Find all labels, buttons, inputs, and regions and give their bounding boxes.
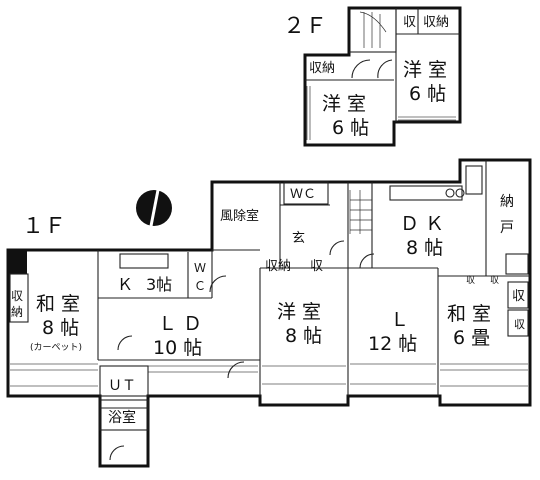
floor2-room-a-name: 洋 室 (403, 59, 447, 81)
floor1-right-storage-b (507, 309, 529, 337)
floor2-room-b-size: 6 帖 (332, 117, 369, 139)
ld10-size: 10 帖 (153, 337, 202, 359)
floor2-room-a-size: 6 帖 (409, 83, 446, 105)
floor2-room-b-name: 洋 室 (322, 93, 366, 115)
l12-size: 12 帖 (368, 333, 417, 355)
storage-mid-small: 収 (310, 259, 323, 274)
floor2-storage-large: 収納 (423, 15, 449, 30)
floor2-storage-mid: 収納 (309, 61, 335, 76)
dk-name: Ｄ Ｋ (400, 213, 444, 235)
kitchen-k: Ｋ (117, 275, 133, 294)
floor1-label: １Ｆ (22, 214, 66, 239)
floor2-door-swings (351, 59, 393, 79)
floor2-plan (303, 6, 462, 147)
floor1-kitchen-sink (119, 253, 169, 269)
pantry-top: 納 (500, 194, 514, 210)
floor1-veranda-lines (10, 363, 528, 387)
bath-label: 浴室 (108, 409, 136, 426)
floor1-left-storage (9, 273, 29, 323)
floor1-stove-b (455, 188, 465, 198)
floor1-pantry-fixture (505, 253, 529, 275)
north-arrow (136, 189, 172, 227)
storage-right-side-b: 収 (514, 318, 525, 331)
ld10-name: Ｌ Ｄ (158, 313, 202, 335)
washitsu-left-note: (カーペット) (30, 342, 82, 353)
wind-room-label: 風除室 (220, 208, 259, 224)
washitsu-right-size: 6 畳 (453, 327, 490, 349)
wc-side-a: Ｗ (194, 261, 206, 275)
dk-size: 8 帖 (406, 237, 443, 259)
floor1-stove-a (445, 188, 455, 198)
floor2-partitions (305, 8, 460, 122)
storage-right-side-a: 収 (512, 289, 525, 304)
youshitsu8-name: 洋 室 (277, 301, 321, 323)
floor1-fridge (465, 165, 483, 195)
floor2-outer-wall (303, 6, 462, 147)
entrance-label: 玄 (292, 231, 305, 246)
left-storage-b: 納 (11, 305, 23, 319)
pantry-bottom: 戸 (500, 220, 514, 236)
floor1-bath-room (99, 399, 149, 431)
floor2-windows (306, 86, 456, 140)
storage-right-top-b: 収 (490, 274, 499, 286)
storage-mid-label: 収納 (265, 259, 291, 274)
ut-label: ＵＴ (108, 378, 136, 394)
floor1-stairs (349, 190, 372, 234)
washitsu-left-size: 8 帖 (42, 317, 79, 339)
washitsu-right-name: 和 室 (447, 303, 491, 325)
north-arrow-needle (149, 189, 160, 227)
floor2-storage-small: 収 (403, 15, 416, 30)
floor1-right-storage-a (507, 281, 529, 309)
wc-top-label: ＷＣ (290, 187, 316, 202)
left-storage-a: 収 (11, 289, 23, 303)
washitsu-left-name: 和 室 (36, 293, 80, 315)
l12-name: Ｌ (390, 309, 409, 331)
kitchen-size: 3帖 (146, 275, 172, 294)
floor1-dk-counter (389, 185, 463, 201)
floor2-stair-treads (359, 11, 387, 48)
floor1-plan (6, 158, 532, 468)
floor1-ut-room (99, 365, 149, 397)
floor1-corner-column (8, 250, 27, 274)
youshitsu8-size: 8 帖 (285, 325, 322, 347)
storage-right-top-a: 収 (466, 274, 475, 286)
floor1-partitions (97, 160, 530, 409)
floor2-stair (348, 7, 397, 53)
floor2-label: ２Ｆ (283, 14, 327, 39)
floor1-door-swings (109, 240, 375, 461)
floor1-wc-top-room (283, 181, 329, 205)
wc-side-b: Ｃ (194, 279, 206, 293)
